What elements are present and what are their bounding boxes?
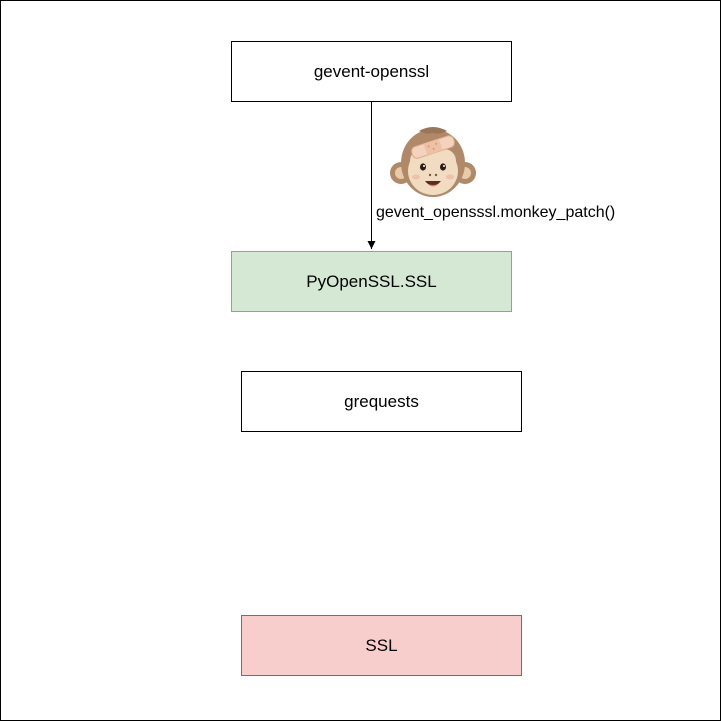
node-grequests-label: grequests	[344, 391, 419, 411]
node-pyopenssl-ssl-label: PyOpenSSL.SSL	[306, 271, 437, 291]
node-ssl[interactable]: SSL	[241, 615, 522, 676]
node-pyopenssl-ssl[interactable]: PyOpenSSL.SSL	[231, 251, 512, 312]
node-grequests[interactable]: grequests	[241, 371, 522, 432]
node-ssl-label: SSL	[365, 635, 398, 655]
node-gevent-openssl-label: gevent-openssl	[313, 61, 430, 81]
edge-label-monkey-patch: gevent_opensssl.monkey_patch()	[376, 204, 616, 221]
monkey-patch-icon	[390, 127, 476, 197]
node-gevent-openssl[interactable]: gevent-openssl	[231, 41, 512, 102]
